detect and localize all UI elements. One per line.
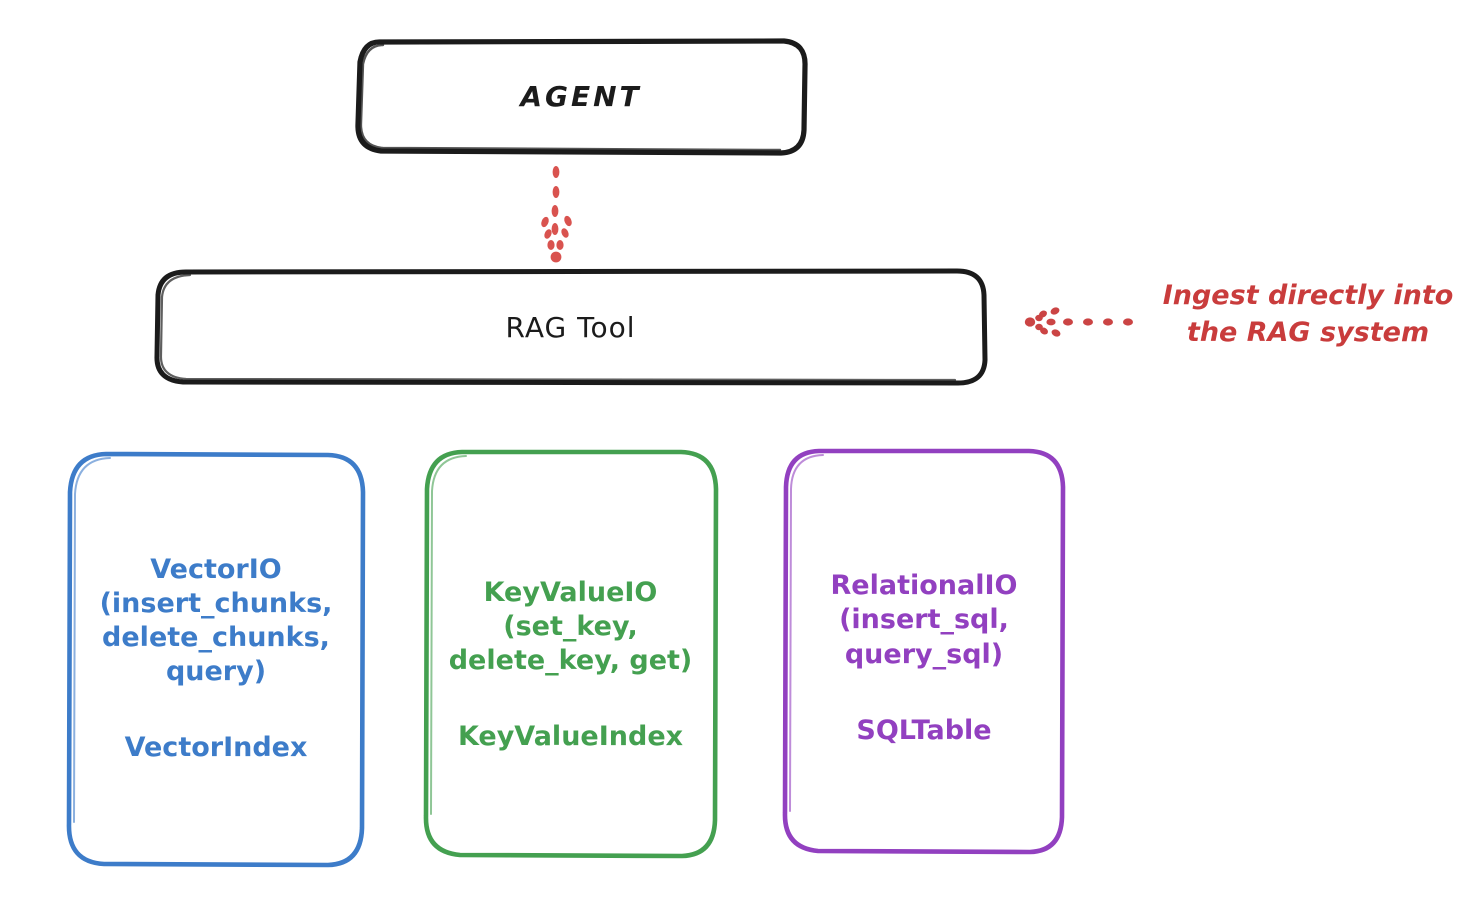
agent-node-label: AGENT bbox=[520, 80, 642, 113]
vectorio-signature: VectorIO (insert_chunks, delete_chunks, … bbox=[100, 553, 333, 689]
keyvalueio-node[interactable]: KeyValueIO (set_key, delete_key, get) Ke… bbox=[425, 450, 716, 856]
keyvalueio-box-outline bbox=[423, 449, 719, 859]
vectorio-signature-line-3: query) bbox=[165, 656, 267, 687]
keyvalueio-index-label: KeyValueIndex bbox=[457, 721, 684, 753]
rag-tool-node[interactable]: RAG Tool bbox=[156, 270, 985, 384]
relationalio-node[interactable]: RelationalIO (insert_sql, query_sql) SQL… bbox=[785, 450, 1063, 853]
keyvalueio-signature-line-2: delete_key, get) bbox=[448, 645, 693, 676]
agent-node[interactable]: AGENT bbox=[357, 40, 805, 153]
vectorio-signature-line-2: delete_chunks, bbox=[102, 621, 330, 653]
vectorio-title: VectorIO bbox=[150, 553, 282, 585]
vectorio-node[interactable]: VectorIO (insert_chunks, delete_chunks, … bbox=[68, 452, 364, 866]
ingest-annotation-line-1: Ingest directly into bbox=[1162, 280, 1454, 311]
ingest-annotation-line-2: the RAG system bbox=[1186, 316, 1430, 348]
relationalio-box-outline bbox=[782, 448, 1066, 855]
agent-box-outline bbox=[355, 38, 808, 156]
ingest-annotation: Ingest directly into the RAG system bbox=[1143, 278, 1473, 351]
rag-tool-box-outline bbox=[154, 268, 988, 386]
relationalio-signature-line-2: query_sql) bbox=[844, 638, 1004, 670]
keyvalueio-signature: KeyValueIO (set_key, delete_key, get) bbox=[449, 576, 693, 678]
vectorio-signature-line-1: (insert_chunks, bbox=[99, 587, 333, 619]
rag-tool-node-label: RAG Tool bbox=[505, 310, 636, 344]
vectorio-box-outline bbox=[66, 451, 366, 868]
relationalio-signature-line-1: (insert_sql, bbox=[839, 604, 1009, 636]
keyvalueio-title: KeyValueIO bbox=[483, 576, 658, 608]
relationalio-index-label: SQLTable bbox=[856, 714, 992, 746]
ingest-to-rag-arrow bbox=[1024, 307, 1133, 337]
relationalio-signature: RelationalIO (insert_sql, query_sql) bbox=[831, 569, 1018, 671]
agent-to-rag-arrow bbox=[541, 166, 572, 263]
relationalio-title: RelationalIO bbox=[830, 570, 1018, 602]
vectorio-index-label: VectorIndex bbox=[124, 732, 308, 764]
keyvalueio-signature-line-1: (set_key, bbox=[503, 610, 638, 642]
